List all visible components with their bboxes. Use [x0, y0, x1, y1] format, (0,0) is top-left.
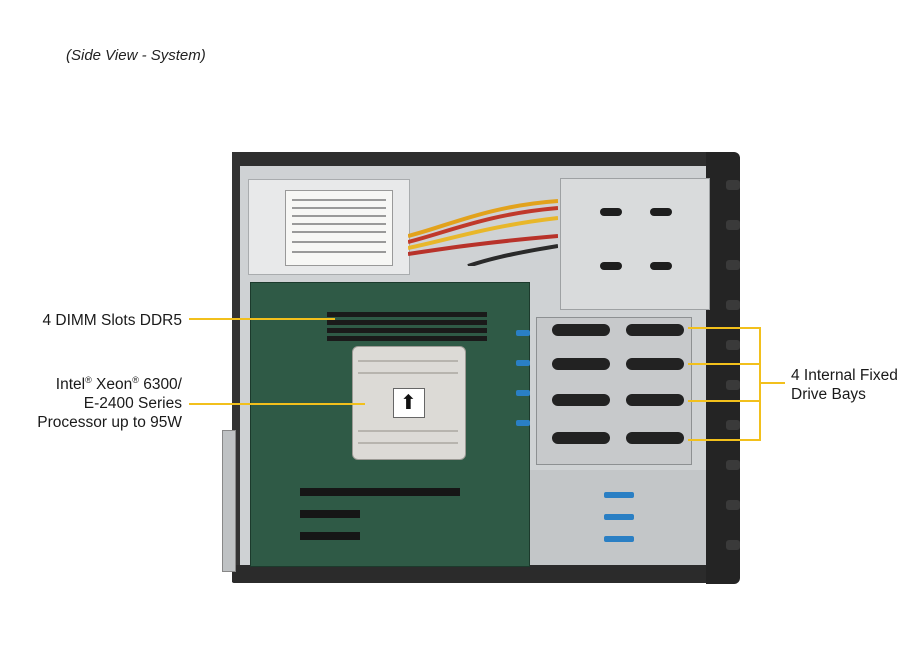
bays-callout-bracket: [759, 327, 761, 441]
bezel-vent: [726, 420, 740, 430]
dimm-callout-text: 4 DIMM Slots DDR5: [42, 312, 182, 329]
airflow-arrow-icon: ⬆: [393, 388, 425, 418]
dimm-slot: [327, 328, 487, 333]
bracket-slot: [600, 262, 622, 270]
chassis-rear-edge: [232, 152, 240, 582]
cpu-callout-line: [189, 403, 365, 405]
sata-connector: [516, 420, 530, 426]
bays-callout-line1: 4 Internal Fixed: [791, 367, 898, 384]
sata-connector: [516, 390, 530, 396]
drive-bay: [626, 324, 684, 336]
bezel-vent: [726, 180, 740, 190]
bezel-vent: [726, 220, 740, 230]
bays-callout-line: [688, 363, 761, 365]
bays-callout-stub: [761, 382, 785, 384]
bays-callout-line: [688, 327, 761, 329]
drive-bay: [626, 394, 684, 406]
bays-callout-line2: Drive Bays: [791, 386, 866, 403]
cpu-callout-label: Intel® Xeon® 6300/ E-2400 Series Process…: [37, 375, 182, 432]
rear-io-panel: [222, 430, 236, 572]
chassis-bottom-edge: [232, 565, 732, 583]
drive-bracket-upper: [560, 178, 710, 310]
cpu-callout-line2: E-2400 Series: [83, 395, 182, 412]
cpu-family-text: Xeon: [91, 376, 133, 393]
front-bezel: [706, 152, 740, 584]
bezel-vent: [726, 540, 740, 550]
bracket-slot: [600, 208, 622, 216]
heatsink-fin: [358, 442, 458, 444]
registered-mark: ®: [85, 374, 92, 385]
dimm-slot: [327, 312, 487, 317]
dimm-callout-line: [189, 318, 335, 320]
drive-bay: [552, 358, 610, 370]
heatsink-fin: [358, 372, 458, 374]
bezel-vent: [726, 340, 740, 350]
bezel-vent: [726, 380, 740, 390]
drive-cable-connector: [604, 536, 634, 542]
bays-callout-line: [688, 439, 761, 441]
dimm-slot: [327, 336, 487, 341]
cpu-series-text: 6300/: [138, 376, 182, 393]
registered-mark: ®: [132, 374, 139, 385]
drive-bay: [626, 432, 684, 444]
sata-connector: [516, 330, 530, 336]
expansion-slot: [300, 532, 360, 540]
bezel-vent: [726, 300, 740, 310]
bays-callout-line: [688, 400, 761, 402]
psu-label-sticker: [285, 190, 393, 266]
sata-connector: [516, 360, 530, 366]
expansion-slot: [300, 488, 460, 496]
bezel-vent: [726, 260, 740, 270]
bezel-vent: [726, 460, 740, 470]
expansion-slot: [300, 510, 360, 518]
cpu-brand-text: Intel: [55, 376, 86, 393]
cpu-callout-line1: Intel® Xeon® 6300/: [37, 375, 182, 394]
bracket-slot: [650, 262, 672, 270]
drive-bay: [626, 358, 684, 370]
bays-callout-label: 4 Internal Fixed Drive Bays: [791, 366, 898, 404]
heatsink-fin: [358, 360, 458, 362]
dimm-slot: [327, 320, 487, 325]
drive-cable-connector: [604, 514, 634, 520]
drive-bay: [552, 394, 610, 406]
drive-bay: [552, 324, 610, 336]
cpu-callout-line3: Processor up to 95W: [37, 414, 182, 431]
caption: (Side View - System): [66, 47, 206, 64]
chassis-top-edge: [232, 152, 728, 166]
drive-bay: [552, 432, 610, 444]
power-cables: [408, 199, 558, 266]
heatsink-fin: [358, 430, 458, 432]
bracket-slot: [650, 208, 672, 216]
bezel-vent: [726, 500, 740, 510]
dimm-callout-label: 4 DIMM Slots DDR5: [42, 311, 182, 330]
drive-cable-connector: [604, 492, 634, 498]
